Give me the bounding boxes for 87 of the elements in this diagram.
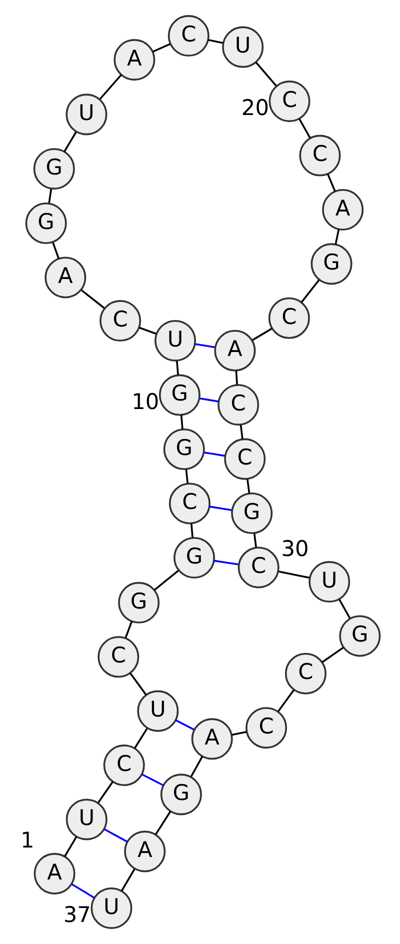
node-circle: G (160, 774, 202, 816)
node-circle: C (299, 134, 341, 176)
connector (64, 132, 77, 152)
connector (190, 756, 204, 777)
node-label: 1 (20, 828, 34, 854)
connector (81, 290, 105, 309)
connector (97, 781, 114, 804)
node-circle: C (284, 652, 326, 694)
connector (204, 452, 225, 457)
node-circle: U (90, 887, 132, 929)
connector (240, 424, 244, 440)
node-circle: G (231, 492, 273, 534)
node-label: 30 (281, 536, 309, 562)
node-label: 37 (63, 902, 91, 928)
connector (134, 728, 148, 749)
connector (199, 397, 219, 402)
node-circle: A (44, 256, 86, 298)
node-circle: A (114, 39, 156, 81)
connector (154, 810, 172, 836)
connector (278, 690, 294, 712)
connector (253, 533, 257, 548)
connector (152, 43, 171, 52)
connector (130, 672, 147, 696)
node-circle: C (218, 384, 260, 426)
node-circle: C (268, 297, 310, 339)
connector (71, 883, 95, 898)
connector (326, 174, 336, 192)
node-circle: C (246, 707, 288, 749)
node-circle: G (33, 148, 75, 190)
node-circle: G (173, 536, 216, 578)
node-circle: G (339, 615, 381, 657)
node-circle: G (310, 243, 352, 285)
node-circle: C (100, 300, 142, 342)
connector (298, 118, 311, 138)
node-circle: G (25, 202, 67, 244)
connector (195, 343, 215, 348)
connector (175, 719, 195, 730)
connector (185, 469, 189, 484)
node-circle: A (322, 188, 364, 231)
node-circle: U (66, 94, 108, 136)
connector (214, 560, 238, 566)
connector (180, 415, 184, 430)
node-circle: A (34, 852, 76, 894)
node-circle: A (124, 830, 166, 872)
connector (52, 242, 60, 259)
connector (124, 621, 133, 638)
connector (322, 646, 344, 663)
node-circle: U (66, 798, 108, 840)
node-circle: C (238, 546, 280, 588)
node-circle: C (224, 438, 266, 480)
connector (99, 74, 122, 100)
node-circle: A (214, 330, 256, 372)
connector (209, 506, 232, 511)
node-circle: A (191, 718, 233, 760)
node-circle: C (98, 636, 140, 678)
node-circle: U (137, 690, 179, 732)
node-circle: U (222, 26, 264, 68)
connector (138, 326, 156, 335)
node-circle: C (103, 744, 145, 786)
connector (235, 370, 238, 385)
connector (104, 828, 128, 843)
node-circle: G (158, 374, 200, 416)
connector (300, 279, 320, 303)
connector (252, 328, 272, 341)
connector (154, 570, 179, 591)
node-circle: G (163, 428, 205, 470)
connector (338, 599, 351, 618)
node-label: 10 (132, 390, 160, 415)
connector (142, 774, 164, 786)
connector (246, 479, 250, 494)
connector (278, 570, 310, 579)
node-label: 20 (241, 96, 269, 122)
connector (190, 523, 194, 538)
connector (64, 836, 77, 857)
node-circle: U (154, 320, 196, 362)
connector (255, 62, 277, 86)
connector (120, 868, 136, 892)
node-circle: C (168, 15, 210, 57)
connector (232, 730, 247, 736)
node-circle: C (268, 80, 310, 122)
node-circle: C (168, 482, 210, 524)
connector (48, 188, 52, 204)
node-circle: U (308, 561, 350, 603)
node-circle: G (118, 582, 160, 624)
connector (176, 360, 179, 375)
connector (208, 38, 224, 44)
connector (334, 229, 340, 244)
